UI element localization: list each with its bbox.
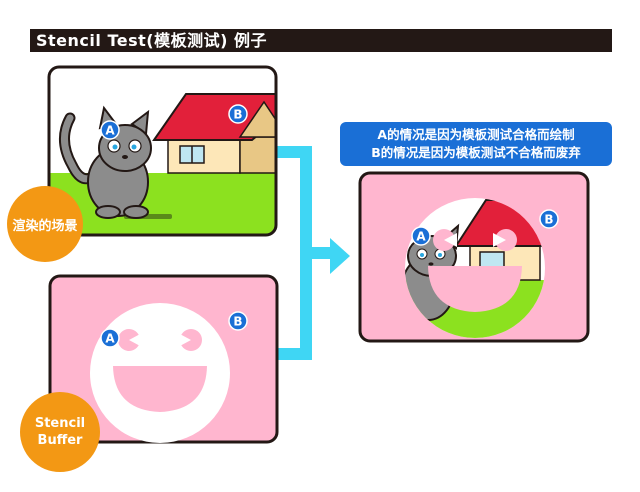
arrow-icon <box>276 146 350 360</box>
svg-text:B: B <box>233 108 242 122</box>
svg-text:A: A <box>105 332 115 346</box>
note-line-b: B的情况是因为模板测试不合格而废弃 <box>371 145 581 160</box>
svg-text:A: A <box>416 230 426 244</box>
marker-a-scene: A <box>100 120 120 140</box>
smiley-icon <box>90 303 230 443</box>
marker-a-result: A <box>411 226 431 246</box>
svg-text:B: B <box>544 213 553 227</box>
note-line-a: A的情况是因为模板测试合格而绘制 <box>377 127 575 142</box>
svg-text:A: A <box>105 124 115 138</box>
scene-panel <box>47 65 278 237</box>
stencil-panel <box>48 274 279 444</box>
explanation-note: A的情况是因为模板测试合格而绘制 B的情况是因为模板测试不合格而废弃 <box>340 122 612 166</box>
marker-b-result: B <box>539 209 559 229</box>
stencil-label-line2: Buffer <box>37 433 83 448</box>
scene-label-text: 渲染的场景 <box>12 218 78 234</box>
house-icon <box>152 93 276 174</box>
result-panel <box>358 171 590 343</box>
marker-a-stencil: A <box>100 328 120 348</box>
svg-text:B: B <box>233 315 242 329</box>
stencil-buffer-label: Stencil Buffer <box>20 392 100 472</box>
scene-label: 渲染的场景 <box>7 186 83 262</box>
marker-b-stencil: B <box>228 311 248 331</box>
marker-b-scene: B <box>228 104 248 124</box>
page-title: Stencil Test(模板测试) 例子 <box>30 29 612 52</box>
stencil-label-line1: Stencil <box>34 416 86 431</box>
